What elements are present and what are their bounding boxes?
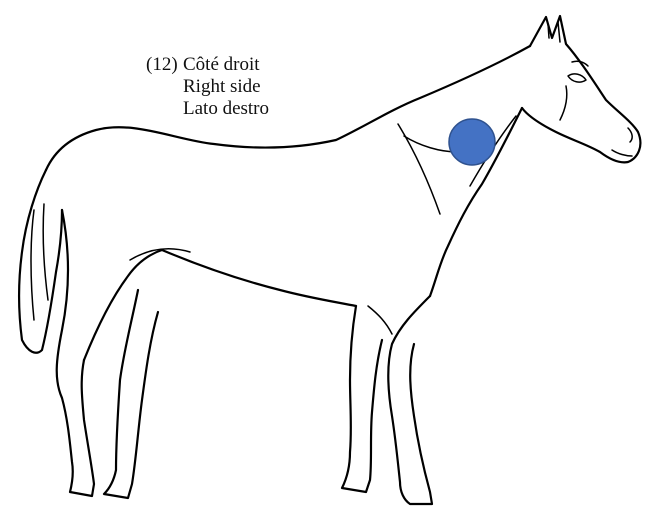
location-marker: [449, 119, 495, 165]
